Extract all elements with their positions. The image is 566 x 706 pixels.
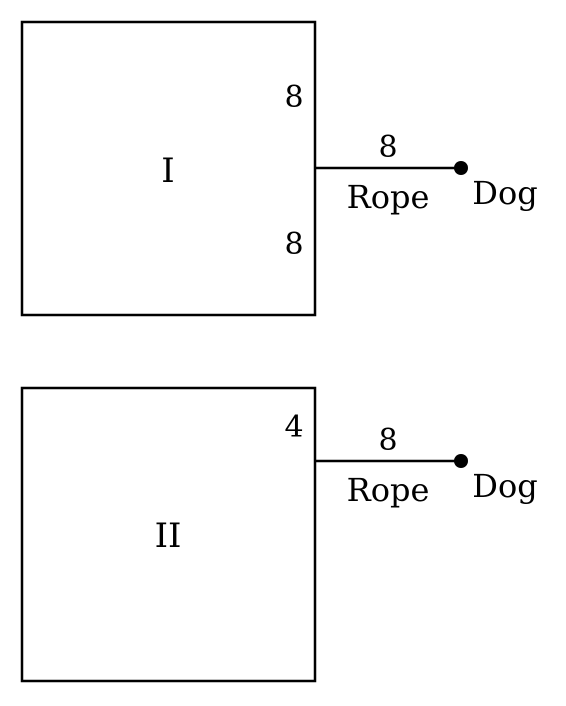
figure-2-rope-label: Rope [347, 471, 430, 509]
figure-2-dog-label: Dog [472, 467, 537, 505]
figure-1-side-lower: 8 [284, 227, 303, 262]
figure-1-dog-marker [454, 161, 468, 175]
figure-2-label: II [155, 516, 182, 556]
figure-2-shed [20, 386, 317, 683]
figure-1-rope-length: 8 [378, 130, 397, 165]
figure-1-dog-label: Dog [472, 174, 537, 212]
figure-2: II 4 8 Rope Dog [20, 386, 538, 683]
figure-1-rope-label: Rope [347, 178, 430, 216]
figure-1-side-upper: 8 [284, 80, 303, 115]
figure-2-dog-marker [454, 454, 468, 468]
figure-1-label: I [161, 151, 174, 191]
figure-1: I 8 8 8 Rope Dog [20, 20, 538, 317]
figure-2-side-upper: 4 [284, 410, 303, 445]
figure-2-rope-length: 8 [378, 423, 397, 458]
